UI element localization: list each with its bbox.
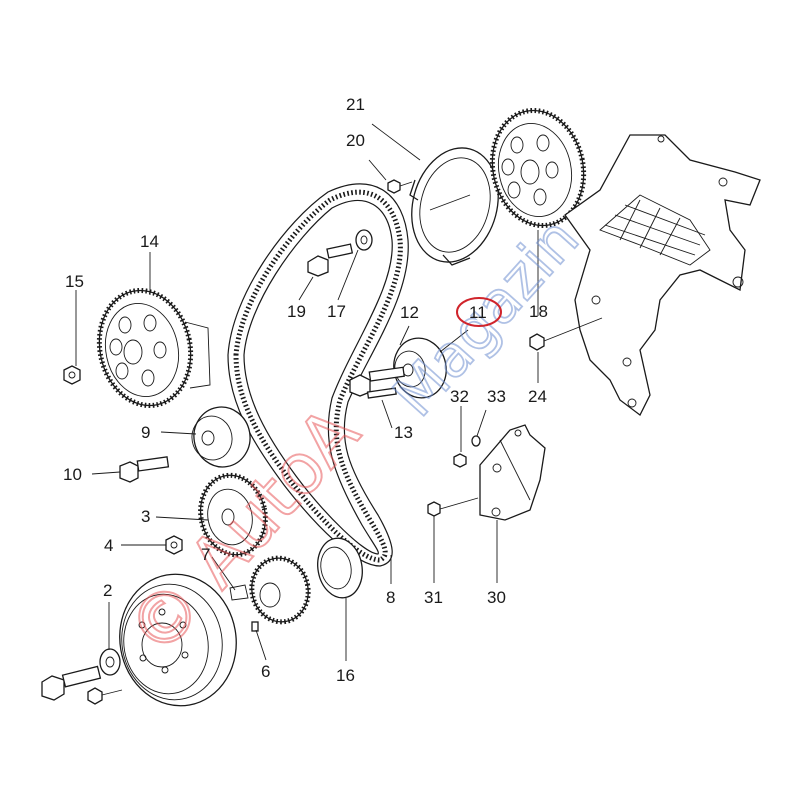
- tensioner-pin: [366, 387, 397, 399]
- crank-sprocket-nut: [165, 535, 183, 555]
- callout-21: 21: [346, 95, 365, 114]
- crankshaft-gear: [229, 555, 311, 625]
- callout-14: 14: [140, 232, 159, 251]
- camshaft-sprocket-left: [96, 288, 211, 408]
- callout-labels: 21 20 14 15 19 17 12 11 18 24 32 33 13 9…: [63, 95, 548, 685]
- oil-seal: [317, 537, 363, 599]
- callout-30: 30: [487, 588, 506, 607]
- camshaft-sprocket-right: [489, 108, 587, 228]
- crankshaft-pulley: [119, 573, 237, 707]
- callout-17: 17: [327, 302, 346, 321]
- callout-8: 8: [386, 588, 395, 607]
- callout-15: 15: [65, 272, 84, 291]
- callout-31: 31: [424, 588, 443, 607]
- rear-cover-bolt: [529, 317, 603, 351]
- timing-belt: [227, 183, 409, 567]
- callout-3: 3: [141, 507, 150, 526]
- callout-32: 32: [450, 387, 469, 406]
- callout-20: 20: [346, 131, 365, 150]
- crankshaft-sprocket: [198, 472, 268, 558]
- crank-washer: [99, 648, 121, 676]
- bracket-bolt: [427, 497, 479, 517]
- leader-lines: [75, 123, 539, 661]
- callout-6: 6: [261, 662, 270, 681]
- crank-bolt: [41, 665, 102, 701]
- callout-33: 33: [487, 387, 506, 406]
- idler-pulley: [191, 406, 251, 468]
- callout-10: 10: [63, 465, 82, 484]
- cover-bolt: [307, 243, 354, 277]
- callout-2: 2: [103, 581, 112, 600]
- callout-18: 18: [529, 302, 548, 321]
- callout-19: 19: [287, 302, 306, 321]
- cover-screw: [387, 179, 413, 194]
- callout-16: 16: [336, 666, 355, 685]
- tensioner-bolt: [349, 366, 405, 397]
- highlight-ring: [456, 297, 502, 327]
- sprocket-nut: [63, 365, 81, 385]
- callout-9: 9: [141, 423, 150, 442]
- callout-12: 12: [400, 303, 419, 322]
- callout-7: 7: [201, 545, 210, 564]
- camshaft-cover-plate: [409, 147, 499, 266]
- small-pulley-bolt: [87, 687, 123, 705]
- callout-13: 13: [394, 423, 413, 442]
- callout-24: 24: [528, 387, 547, 406]
- woodruff-key: [251, 621, 259, 632]
- callout-11: 11: [469, 303, 487, 322]
- bracket-nut: [453, 453, 467, 468]
- rear-timing-cover: [564, 134, 761, 416]
- cover-washer: [355, 229, 373, 251]
- bracket-washer: [471, 435, 481, 447]
- callout-4: 4: [104, 536, 113, 555]
- idler-bolt: [119, 456, 170, 483]
- tensioner-bracket: [479, 424, 546, 521]
